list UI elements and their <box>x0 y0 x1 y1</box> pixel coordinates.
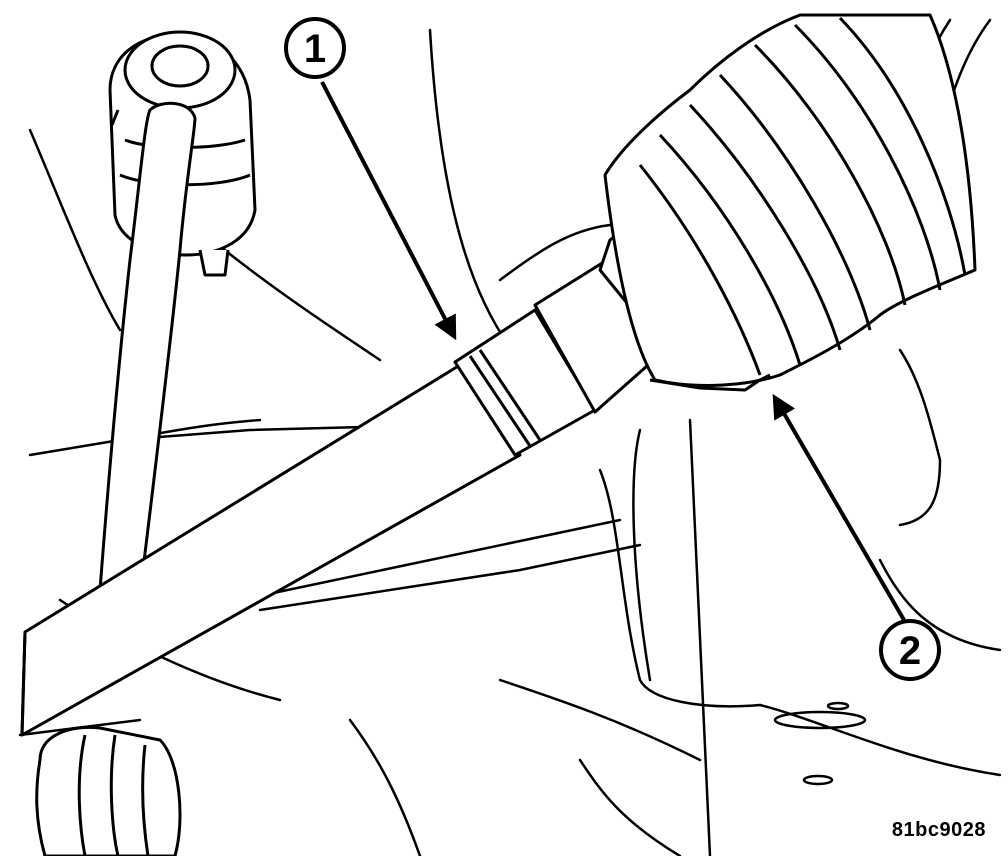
tie-rod <box>20 363 522 737</box>
callout-1: 1 <box>284 17 457 341</box>
callout-1-label: 1 <box>304 27 326 71</box>
callout-1-circle <box>284 17 346 79</box>
background-structure <box>18 18 1002 856</box>
callout-2-label: 2 <box>899 629 921 673</box>
callout-2-circle <box>879 619 941 681</box>
steering-gear-boot <box>603 13 977 392</box>
callout-2: 2 <box>772 393 941 681</box>
lower-bushing <box>35 725 182 856</box>
stabilizer-link <box>98 101 197 597</box>
figure-code: 81bc9028 <box>891 819 986 841</box>
